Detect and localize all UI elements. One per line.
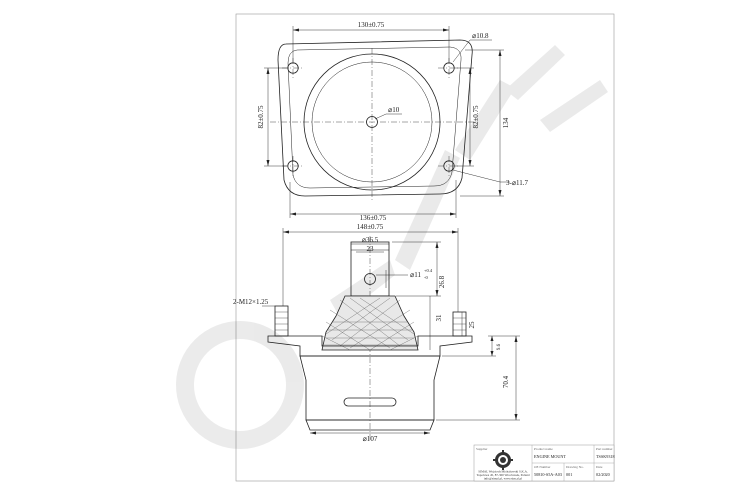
dim-height-right: 82±0.75 [472,105,480,129]
dim-stud-length: 25 [468,321,476,329]
dim-height-total: 134 [502,117,510,128]
dim-height-left: 82±0.75 [257,105,265,129]
side-stud-left [274,305,289,337]
tb-company-address: Topolowa 45, 87-300 Wroclawek, Poland [476,473,529,478]
side-body-slot [343,397,397,407]
dim-base-dia: ⌀107 [363,435,378,443]
tb-product-name: ENGINE MOUNT [534,454,566,459]
dim-side-width: 148±0.75 [357,223,384,231]
dim-flange-thk: 9.6 [497,343,502,350]
watermark-logo [176,45,608,449]
dim-center-hole: ⌀10 [388,106,400,114]
side-flange [267,335,473,357]
tb-drawing-value: 001 [566,472,572,477]
side-base [305,419,435,431]
tb-company-web: info@simal.pl, www.sim.al.pl [484,477,522,482]
tb-partno-label: Part number [596,447,614,451]
dim-tol-minus: -0 [424,275,428,280]
tb-company-label: Supplier [476,447,488,451]
tb-drawing-label: Drawing No. [566,465,584,469]
dim-holes-count: 3-⌀11.7 [506,179,529,187]
top-flange-outline [277,39,473,197]
tb-date-value: 02/2020 [596,472,610,477]
dim-slot-height: 26.8 [438,275,446,288]
dim-top-width: 130±0.75 [358,21,385,29]
dim-rubber-height: 31 [435,314,443,322]
title-block: Supplier SIMAL Wojciech Michalowski S.K.… [473,444,615,482]
tb-company-name: SIMAL Wojciech Michalowski S.K.A. [478,470,528,474]
dim-slot-hole: ⌀11 [410,271,421,279]
tb-product-label: Product name [534,447,553,451]
dim-slot-width: 23 [367,245,375,253]
dim-stud-thread: 2-M12×1.25 [233,298,269,306]
tb-partno-value: TSSK9318 [596,454,615,459]
top-flange-inner-outline [287,46,462,189]
dim-body-height: 70.4 [502,375,510,388]
tb-oem-value: 50810-S5A-A03 [534,472,562,477]
dim-tol-plus: +0.4 [424,268,433,273]
tb-date-label: Date [596,465,603,469]
company-logo [493,450,513,470]
dim-boss-dia: ⌀36.5 [362,236,379,244]
tb-oem-label: OE Number [534,465,551,469]
top-view [264,26,510,218]
dim-hole-dia: ⌀10.8 [472,32,489,40]
side-view [262,228,520,442]
dim-bottom-width: 136±0.75 [360,214,387,222]
drawing-frame [235,13,615,482]
